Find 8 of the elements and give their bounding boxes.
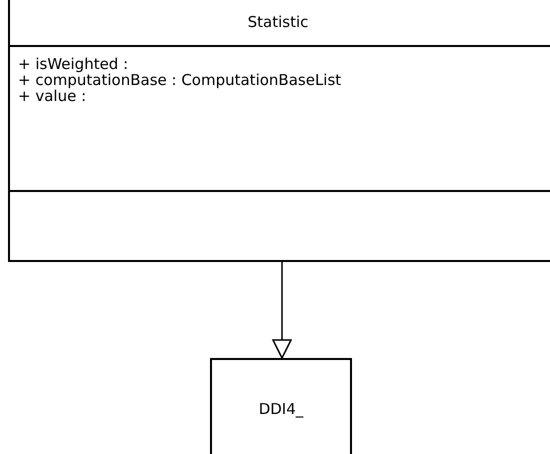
class-box bbox=[8, 0, 550, 262]
class-name: Statistic bbox=[248, 12, 308, 34]
class-box bbox=[210, 358, 352, 454]
attribute-text: + isWeighted : bbox=[18, 56, 128, 72]
inheritance-arrow bbox=[272, 262, 292, 359]
attribute-text: + value : bbox=[18, 88, 86, 104]
attribute-text: + computationBase : ComputationBaseList bbox=[18, 72, 342, 88]
class-name: DDI4_ bbox=[258, 399, 304, 420]
